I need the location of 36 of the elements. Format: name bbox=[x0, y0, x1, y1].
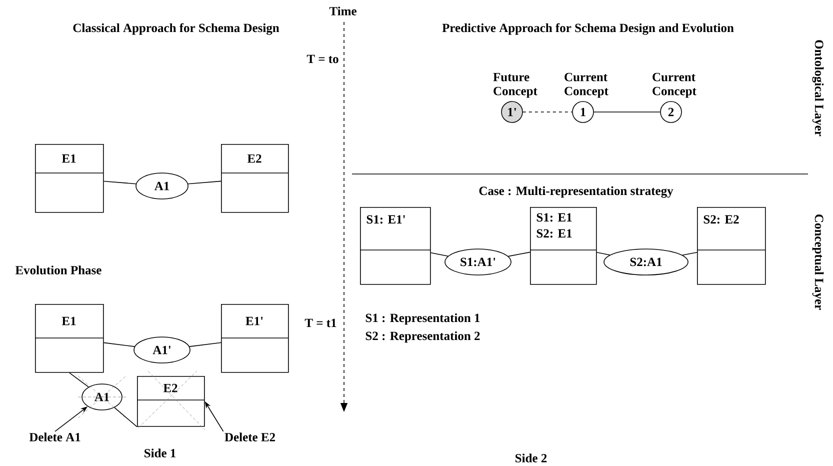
connector bbox=[103, 180, 136, 184]
entity-box: E2 bbox=[220, 144, 289, 213]
legend-text: S1 : Representation 1 bbox=[366, 313, 480, 325]
connector bbox=[430, 252, 448, 257]
case-title: Case : Multi-representation strategy bbox=[479, 186, 674, 198]
phase-title: Evolution Phase bbox=[15, 266, 102, 274]
side-label: Side 1 bbox=[144, 448, 176, 458]
side-label: Side 2 bbox=[516, 454, 547, 462]
entity-box: E1 bbox=[34, 304, 104, 373]
time-marker: T = t1 bbox=[304, 318, 336, 328]
concept-caption: Future Concept bbox=[493, 72, 538, 98]
axis-label: Time bbox=[329, 6, 356, 16]
connector bbox=[508, 252, 530, 257]
connector bbox=[596, 252, 610, 256]
layer-label: Conceptual Layer bbox=[812, 214, 824, 310]
connector bbox=[103, 342, 135, 347]
connector bbox=[114, 407, 138, 428]
entity-box: E2 bbox=[136, 376, 205, 427]
entity-box: E1' bbox=[220, 304, 289, 373]
time-marker: T = to bbox=[306, 54, 338, 64]
entity-box: S1: E1 S2: E1 bbox=[530, 207, 597, 285]
concept-caption: Current Concept bbox=[564, 72, 608, 98]
entity-box: S2: E2 bbox=[696, 207, 766, 285]
connector bbox=[188, 180, 222, 184]
layer-label: Ontological Layer bbox=[812, 40, 824, 136]
annotation-text: Delete A1 bbox=[29, 432, 80, 442]
connector bbox=[69, 372, 89, 388]
section-title: Classical Approach for Schema Design bbox=[73, 23, 280, 35]
connector bbox=[682, 252, 698, 256]
entity-box: S1: E1' bbox=[360, 207, 431, 285]
entity-box: E1 bbox=[34, 144, 104, 213]
section-title: Predictive Approach for Schema Design and Evolution bbox=[442, 23, 734, 35]
annotation-text: Delete E2 bbox=[224, 432, 275, 442]
legend-text: S2 : Representation 2 bbox=[366, 331, 480, 343]
connector bbox=[189, 342, 222, 347]
concept-caption: Current Concept bbox=[652, 72, 696, 98]
